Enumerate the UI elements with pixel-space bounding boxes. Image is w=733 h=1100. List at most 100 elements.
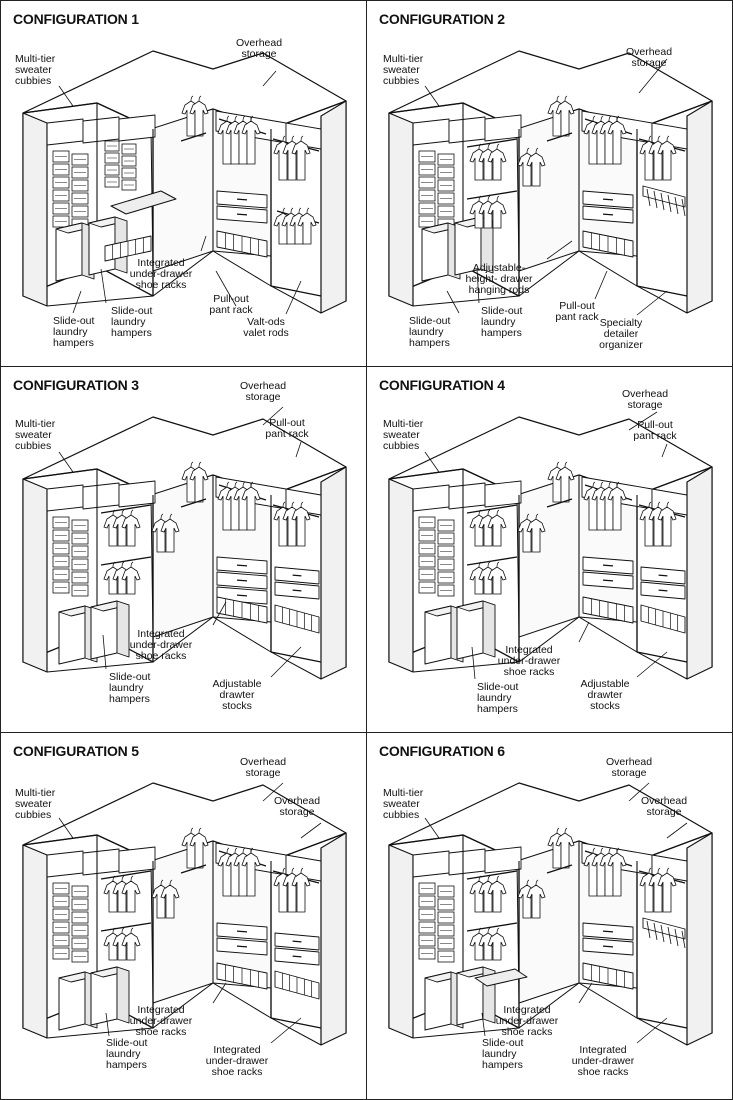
hanger-hook: [487, 143, 491, 150]
hanger-hook: [130, 927, 134, 934]
drawer-pull: [292, 574, 302, 577]
folded-shelves: [104, 140, 137, 191]
hanger-hook: [666, 135, 670, 142]
overhead-storage-bay: [118, 480, 156, 508]
label-leader-line: [446, 290, 460, 314]
hanging-shirts: [469, 195, 507, 229]
callout-label: Adjustable drawter stocks: [580, 678, 630, 712]
hanger-hook: [130, 561, 134, 568]
hanger-hook: [250, 481, 254, 488]
label-leader-line: [262, 70, 277, 87]
label-leader-line: [102, 634, 107, 670]
drawer-pull: [236, 198, 248, 201]
callout-label: Integrated under-drawer shoe racks: [205, 1044, 269, 1078]
hanging-shirt: [526, 518, 546, 553]
hanger-hook: [487, 875, 491, 882]
corner-hanging: [517, 879, 546, 919]
hanger-hook: [487, 509, 491, 516]
label-leader-line: [105, 1012, 110, 1037]
closet-floor: [412, 982, 688, 1046]
overhead-storage-bay: [412, 850, 450, 878]
closet-floor: [412, 616, 688, 680]
callout-label: Slide-out laundry hampers: [409, 315, 451, 349]
label-leader-line: [666, 822, 688, 839]
callout-label: Integrated under-drawer shoe racks: [129, 257, 193, 291]
laundry-hamper: [454, 216, 494, 276]
drawer-pull: [236, 930, 248, 933]
hanger-hook: [496, 561, 500, 568]
left-end-panel: [22, 478, 48, 673]
hanger-hook: [648, 867, 652, 874]
left-end-panel: [388, 112, 414, 307]
laundry-hamper: [456, 966, 496, 1026]
drawer-pull: [602, 198, 614, 201]
shoe-rack: [216, 596, 268, 624]
hanging-shirts: [103, 927, 141, 961]
hamper-side: [482, 600, 496, 658]
pant-bar: [681, 930, 686, 949]
drawer-pull: [658, 589, 668, 592]
callout-label: Overhead storage: [235, 37, 283, 60]
hanger-hook: [600, 115, 604, 122]
label-leader-line: [285, 280, 302, 315]
drawer-stack: [582, 190, 634, 224]
overhead-storage-bay: [448, 482, 486, 510]
hanger-hook: [291, 867, 295, 874]
hanging-rod: [466, 556, 518, 566]
shoe-rack: [274, 604, 320, 634]
configuration-title: CONFIGURATION 5: [13, 743, 139, 759]
sweater-cubbies: [52, 882, 89, 963]
overhead-storage-bay: [46, 850, 84, 878]
hanger-hook: [242, 481, 246, 488]
hanging-rod: [466, 870, 518, 880]
label-leader-line: [295, 441, 302, 458]
overhead-storage-bay: [484, 846, 522, 874]
hanger-hook: [242, 115, 246, 122]
hanger-hook: [121, 561, 125, 568]
hanger-hook: [592, 481, 596, 488]
hanging-rod: [100, 504, 152, 514]
callout-label: Integrated under-drawer shoe racks: [129, 1004, 193, 1038]
hanger-hook: [535, 147, 539, 154]
pant-bar: [667, 926, 672, 945]
hanging-shirt: [657, 506, 677, 547]
hanging-shirts: [639, 867, 677, 913]
hanger-hook: [160, 879, 164, 886]
closet-illustration: [388, 50, 713, 316]
configuration-title: CONFIGURATION 1: [13, 11, 139, 27]
hanger-hook: [198, 827, 202, 834]
sweater-cubbies: [418, 516, 455, 597]
hanging-shirt: [121, 880, 141, 913]
hanging-rod: [100, 556, 152, 566]
closet-illustration: [22, 782, 347, 1046]
label-leader-line: [58, 85, 74, 107]
hanger-hook: [526, 513, 530, 520]
hanging-shirt: [291, 506, 311, 547]
overhead-storage-bay: [46, 118, 84, 146]
hanging-shirts: [583, 481, 627, 531]
callout-label: Slide-out laundry hampers: [106, 1037, 148, 1071]
laundry-hamper: [55, 222, 95, 282]
hanger-hook: [300, 867, 304, 874]
label-leader-line: [661, 443, 668, 458]
callout-label: Multi-tier sweater cubbies: [15, 787, 56, 821]
corner-rod: [546, 864, 573, 874]
hanger-hook: [535, 513, 539, 520]
hanger-hook: [496, 195, 500, 202]
overhead-storage-bay: [82, 848, 120, 876]
corner-rod: [180, 864, 207, 874]
hanging-shirt: [555, 466, 575, 503]
corner-hanging: [151, 879, 180, 919]
hanger-hook: [535, 879, 539, 886]
hanger-hook: [282, 207, 286, 214]
hanger-hook: [198, 461, 202, 468]
corner-rod: [180, 132, 207, 142]
shoe-rack: [216, 962, 268, 990]
closet-floor: [46, 616, 322, 680]
closet-floor: [412, 250, 688, 314]
corner-rod: [546, 498, 573, 508]
hanger-hook: [291, 135, 295, 142]
hanger-hook: [496, 143, 500, 150]
hanger-hook: [556, 827, 560, 834]
